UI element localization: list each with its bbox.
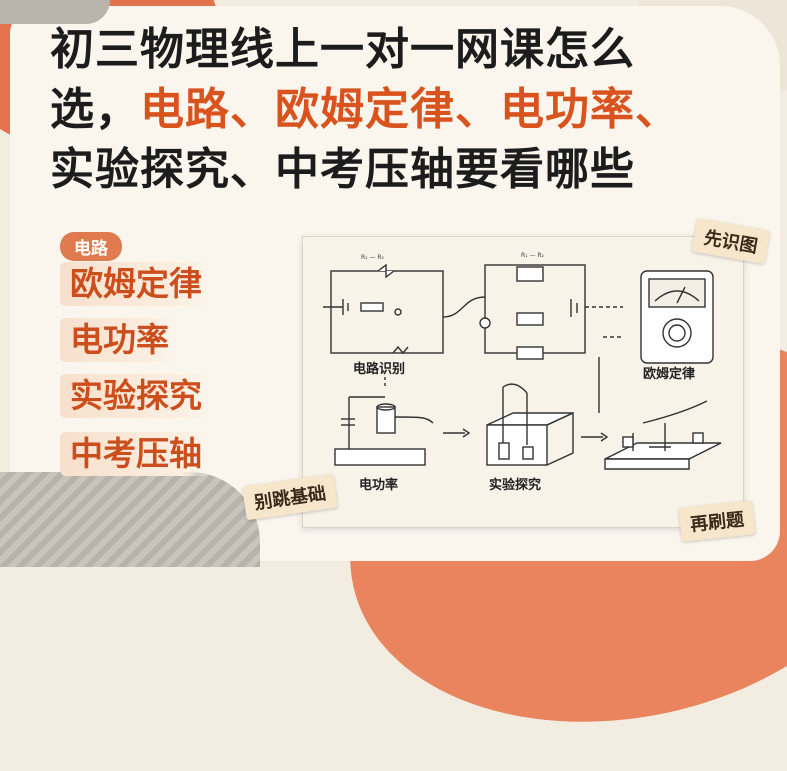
circuit-diagram-panel: R₁ — R₂ R₁ — R₂ 电路识别 欧姆定律 电功率 实验探究	[302, 236, 744, 528]
topic-experiment: 实验探究	[60, 374, 212, 418]
topic-ohm-law: 欧姆定律	[60, 262, 212, 306]
topic-pill-circuit: 电路	[60, 232, 122, 261]
title-line-2-highlight: 电路、欧姆定律、电功率、	[140, 84, 680, 135]
topic-electric-power: 电功率	[60, 318, 179, 362]
svg-text:R₁ — R₂: R₁ — R₂	[361, 254, 385, 261]
torn-paper-top-left	[0, 0, 110, 24]
circuit-diagram-illustration: R₁ — R₂ R₁ — R₂ 电路识别 欧姆定律 电功率 实验探究	[323, 252, 722, 493]
title-line-3: 实验探究、中考压轴要看哪些	[50, 144, 635, 195]
title-line-2-prefix: 选，	[50, 84, 140, 135]
svg-text:R₁ — R₂: R₁ — R₂	[521, 252, 545, 259]
label-circuit-recognition: 电路识别	[353, 361, 405, 377]
label-ohm-law: 欧姆定律	[643, 366, 695, 382]
label-electric-power: 电功率	[359, 477, 398, 493]
page-title: 初三物理线上一对一网课怎么 选，电路、欧姆定律、电功率、 实验探究、中考压轴要看…	[50, 20, 750, 200]
topic-exam-final: 中考压轴	[60, 432, 212, 476]
title-line-1: 初三物理线上一对一网课怎么	[50, 24, 635, 75]
title-line-2: 选，电路、欧姆定律、电功率、	[50, 80, 750, 140]
label-experiment: 实验探究	[489, 477, 541, 493]
torn-paper-bottom-left	[0, 472, 260, 567]
